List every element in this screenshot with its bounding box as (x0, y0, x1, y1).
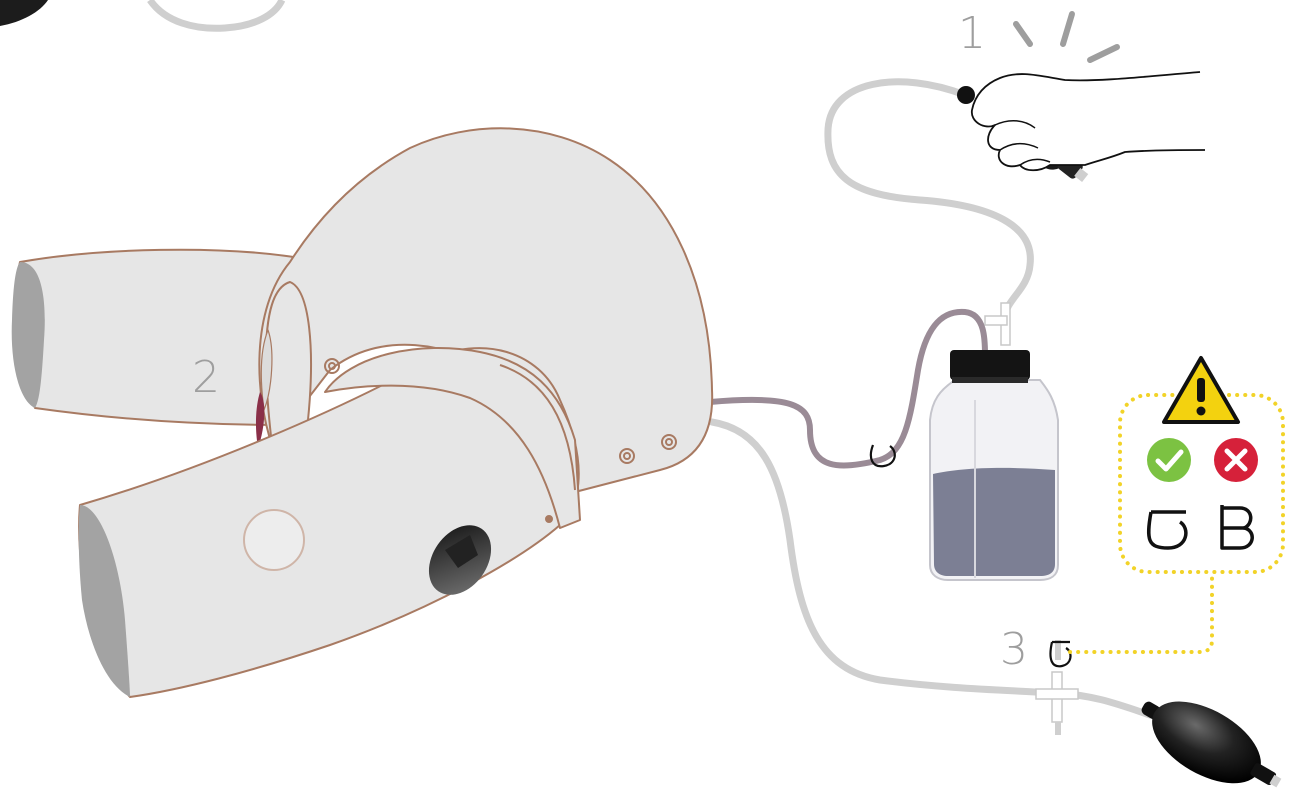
manikin (12, 128, 712, 697)
check-circle-icon (1147, 438, 1191, 482)
step-1-label: 1 (958, 8, 986, 59)
cross-circle-icon (1214, 438, 1258, 482)
bottle-cap (950, 350, 1030, 380)
fluid-bottle (930, 350, 1058, 580)
screw-4 (546, 516, 552, 522)
injection-pad (244, 510, 304, 570)
left-leg (15, 250, 300, 425)
buttock-crease (266, 282, 311, 445)
cross-connector[interactable] (1036, 672, 1078, 722)
bottom-squeeze-bulb[interactable] (1127, 678, 1293, 794)
warning-triangle-icon (1164, 358, 1238, 422)
motion-lines (1016, 14, 1117, 60)
step-2-label: 2 (192, 352, 220, 403)
squeeze-hand[interactable] (957, 72, 1205, 191)
bulb-nozzle (957, 86, 975, 104)
left-leg-opening (12, 262, 45, 408)
t-connector[interactable] (985, 303, 1010, 345)
top-left-fragment (0, 0, 282, 28)
bottle-fluid (933, 468, 1055, 576)
step-3-label: 3 (1000, 624, 1028, 675)
open-clamp-icon (1149, 512, 1186, 548)
closed-clamp-icon (1222, 505, 1252, 548)
callout-leader (1070, 572, 1212, 652)
